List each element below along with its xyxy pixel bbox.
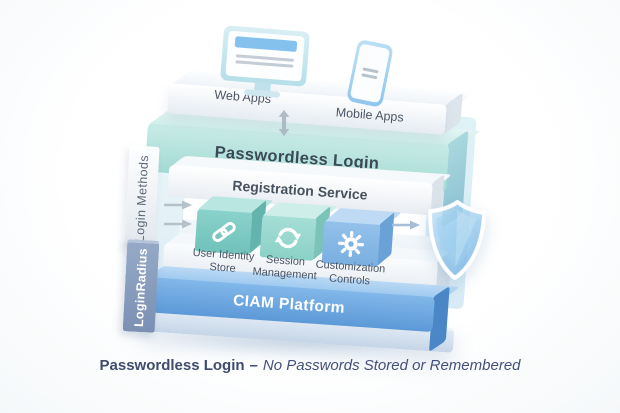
user-identity-store-cube [194, 196, 274, 255]
login-methods-tab: Login Methods [124, 145, 160, 249]
login-methods-label: Login Methods [132, 154, 152, 243]
customization-controls-cube [321, 208, 402, 267]
diagram-caption: Passwordless Login–No Passwords Stored o… [0, 357, 620, 374]
caption-subtitle: No Passwords Stored or Remembered [262, 357, 521, 374]
smartphone-screen-line [361, 73, 378, 79]
chain-link-icon [211, 222, 236, 242]
caption-separator: – [249, 357, 258, 374]
cube-front-face [194, 209, 253, 255]
smartphone-screen-line [362, 67, 379, 73]
monitor-screen-bar [234, 36, 298, 52]
double-arrow-icon [277, 108, 291, 143]
input-arrow-icon [163, 198, 194, 216]
session-management-cube [259, 202, 338, 261]
gear-icon [338, 231, 364, 257]
cube-front-face [259, 215, 317, 261]
shield-icon [419, 193, 493, 299]
monitor-icon [220, 25, 311, 98]
monitor-screen-line [235, 60, 294, 68]
sync-arrows-icon [274, 227, 302, 249]
input-arrow-icon [163, 217, 194, 235]
loginradius-label: LoginRadius [131, 247, 150, 328]
cube-front-face [321, 221, 381, 267]
loginradius-tab: LoginRadius [122, 239, 160, 333]
monitor-screen [225, 30, 305, 82]
caption-title: Passwordless Login [99, 357, 245, 374]
output-arrow-icon [391, 218, 422, 236]
